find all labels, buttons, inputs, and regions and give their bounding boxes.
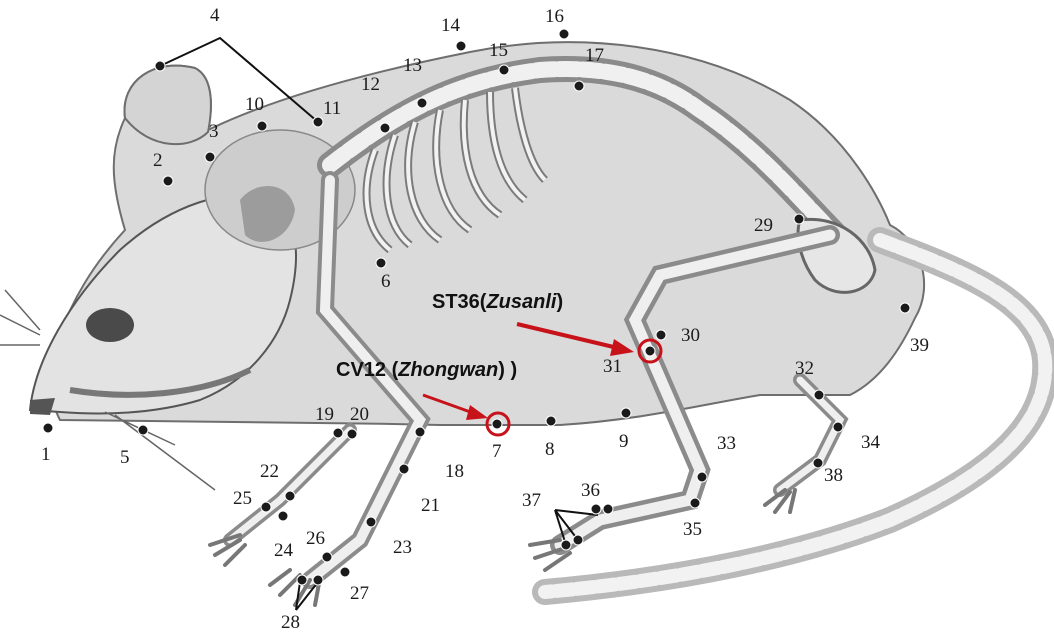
acupoint-3: [205, 152, 215, 162]
cv12-name: Zhongwan: [398, 359, 498, 381]
acupoint-5: [138, 425, 148, 435]
label-13: 13: [403, 56, 422, 76]
cv12-suffix: ) ): [498, 359, 517, 381]
acupoint-2: [163, 176, 173, 186]
label-29: 29: [754, 216, 773, 236]
acupoint-31: [645, 346, 655, 356]
label-30: 30: [681, 326, 700, 346]
label-35: 35: [683, 520, 702, 540]
acupoint-20: [347, 429, 357, 439]
label-7: 7: [492, 442, 502, 462]
label-17: 17: [585, 46, 604, 66]
label-38: 38: [824, 466, 843, 486]
label-32: 32: [795, 359, 814, 379]
label-26: 26: [306, 529, 325, 549]
acupoint-24: [278, 511, 288, 521]
label-16: 16: [545, 7, 564, 27]
acupoint-38: [813, 458, 823, 468]
acupoint-35: [690, 498, 700, 508]
label-25: 25: [233, 489, 252, 509]
label-34: 34: [861, 433, 880, 453]
label-8: 8: [545, 440, 555, 460]
acupoint-12: [380, 123, 390, 133]
acupoint-36a: [591, 504, 601, 514]
cv12-prefix: CV12 (: [336, 359, 398, 381]
acupoint-33: [697, 472, 707, 482]
acupoint-15: [499, 65, 509, 75]
acupoint-9: [621, 408, 631, 418]
label-10: 10: [245, 95, 264, 115]
acupoint-30: [656, 330, 666, 340]
acupoint-13: [417, 98, 427, 108]
st36-name: Zusanli: [486, 291, 556, 313]
label-22: 22: [260, 462, 279, 482]
label-23: 23: [393, 538, 412, 558]
label-5: 5: [120, 448, 130, 468]
acupoint-18: [415, 427, 425, 437]
acupoint-8: [546, 416, 556, 426]
acupoint-6: [376, 258, 386, 268]
acupoint-16: [559, 29, 569, 39]
label-12: 12: [361, 75, 380, 95]
label-19: 19: [315, 405, 334, 425]
acupoint-22: [285, 491, 295, 501]
rat-eye-socket: [86, 308, 134, 342]
acupoint-28b: [313, 575, 323, 585]
cv12-callout: CV12 (Zhongwan) ): [336, 359, 517, 381]
label-3: 3: [209, 122, 219, 142]
acupoint-29: [794, 214, 804, 224]
acupoint-21: [399, 464, 409, 474]
st36-suffix: ): [556, 291, 563, 313]
acupoint-37b: [573, 535, 583, 545]
label-31: 31: [603, 357, 622, 377]
acupoint-23: [366, 517, 376, 527]
label-39: 39: [910, 336, 929, 356]
label-24: 24: [274, 541, 293, 561]
acupoint-4: [155, 61, 165, 71]
label-18: 18: [445, 462, 464, 482]
st36-callout: ST36(Zusanli): [432, 291, 563, 313]
acupoint-37a: [561, 540, 571, 550]
label-20: 20: [350, 405, 369, 425]
label-27: 27: [350, 584, 369, 604]
rat-incisor: [30, 398, 55, 415]
label-15: 15: [489, 41, 508, 61]
label-21: 21: [421, 496, 440, 516]
acupoint-27: [340, 567, 350, 577]
label-2: 2: [153, 151, 163, 171]
acupoint-7: [492, 419, 502, 429]
label-28: 28: [281, 613, 300, 633]
rat-far-front-leg: [230, 430, 350, 540]
label-6: 6: [381, 272, 391, 292]
acupoint-36b: [603, 504, 613, 514]
acupoint-39: [900, 303, 910, 313]
acupoint-14: [456, 41, 466, 51]
acupoint-10: [257, 121, 267, 131]
acupoint-11: [313, 117, 323, 127]
label-4: 4: [210, 6, 220, 26]
label-11: 11: [323, 99, 341, 119]
acupoint-25: [261, 502, 271, 512]
acupoint-26: [322, 552, 332, 562]
st36-prefix: ST36(: [432, 291, 486, 313]
label-36: 36: [581, 481, 600, 501]
acupoint-32: [814, 390, 824, 400]
acupoint-17: [574, 81, 584, 91]
label-33: 33: [717, 434, 736, 454]
acupoint-34: [833, 422, 843, 432]
label-9: 9: [619, 432, 629, 452]
label-14: 14: [441, 16, 460, 36]
acupoint-28a: [297, 575, 307, 585]
acupoint-19: [333, 428, 343, 438]
label-37: 37: [522, 491, 541, 511]
acupoint-1: [43, 423, 53, 433]
label-1: 1: [41, 445, 51, 465]
